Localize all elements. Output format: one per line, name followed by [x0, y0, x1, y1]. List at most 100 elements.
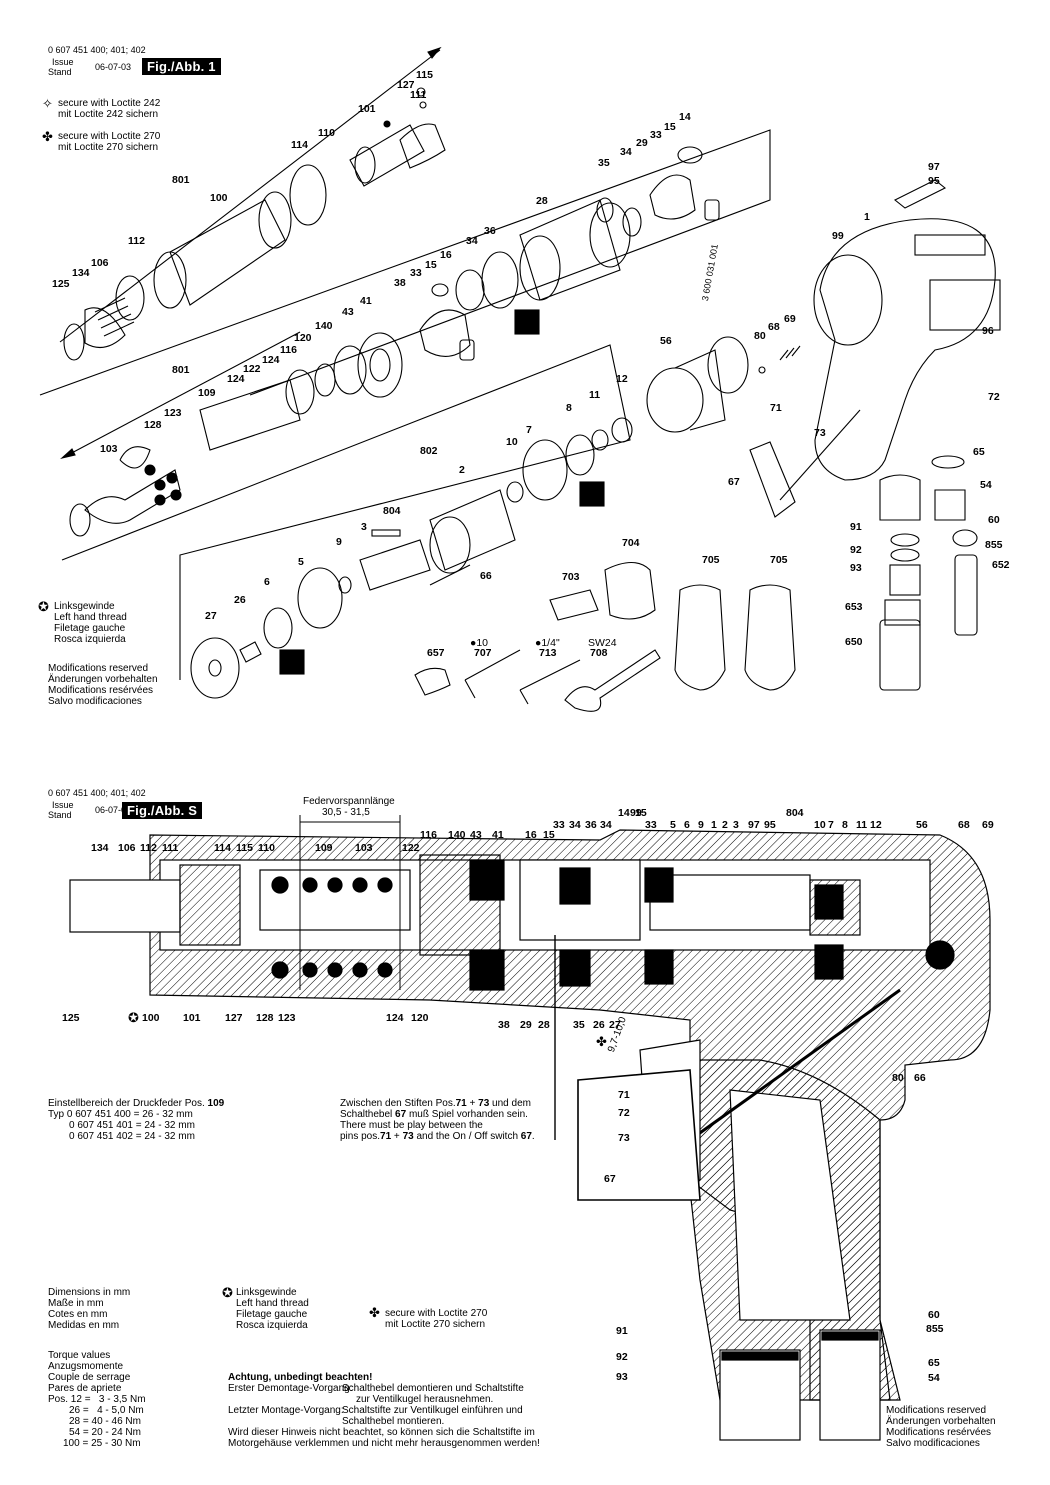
figS-side-label-855: 855: [926, 1323, 944, 1335]
figS-top-label-3: 3: [733, 819, 739, 831]
attention-last-1: Schaltstifte zur Ventilkugel einführen u…: [342, 1405, 523, 1416]
figS-left-thread-1: Left hand thread: [236, 1298, 309, 1309]
fig1-part-label-120: 120: [294, 332, 312, 344]
fig1-part-label-93: 93: [850, 562, 862, 574]
figS-bottom-label-80: 80: [892, 1072, 904, 1084]
figS-left-thread-0: Linksgewinde: [236, 1287, 297, 1298]
fig1-part-label-650: 650: [845, 636, 863, 648]
fig1-part-label-7: 7: [526, 424, 532, 436]
fig1-part-label-68: 68: [768, 321, 780, 333]
figS-bottom-label-26: 26: [593, 1019, 605, 1031]
figS-top-label-15: 15: [543, 829, 555, 841]
fig1-part-label-28: 28: [536, 195, 548, 207]
attention-first-1: Schalthebel demontieren und Schaltstifte: [342, 1383, 524, 1394]
attention-last-2: Schalthebel montieren.: [342, 1416, 445, 1427]
figS-stand-label: Stand: [48, 810, 72, 820]
figS-top-label-68: 68: [958, 819, 970, 831]
play-note-de1b: und dem: [489, 1098, 531, 1109]
figS-top-label-10: 10: [814, 819, 826, 831]
play-note-line-2: Schalthebel 67 muß Spiel vorhanden sein.: [340, 1109, 528, 1120]
axis-arrow-mid: [60, 448, 76, 460]
fig1-part-label-15: 15: [425, 259, 437, 271]
figS-loctite270-de: mit Loctite 270 sichern: [385, 1319, 486, 1330]
axis-line-top: [59, 49, 441, 343]
figS-bottom-label-35: 35: [573, 1019, 585, 1031]
attention-title: Achtung, unbedingt beachten!: [228, 1372, 373, 1383]
fig1-part-label-5: 5: [298, 556, 304, 568]
figS-top-label-2: 2: [722, 819, 728, 831]
fig1-part-label-801: 801: [172, 174, 190, 186]
figS-bottom-label-124: 124: [386, 1012, 404, 1024]
fig1-part-label-65: 65: [973, 446, 985, 458]
fig1-part-label-705: 705: [702, 554, 720, 566]
dimensions-0: Dimensions in mm: [48, 1287, 131, 1298]
play-note-plus: +: [466, 1098, 479, 1109]
dimensions-2: Cotes en mm: [48, 1309, 108, 1320]
figS-bottom-label-123: 123: [278, 1012, 296, 1024]
fig1-part-label-713: 713: [539, 647, 557, 659]
play-note-de2b: muß Spiel vorhanden sein.: [406, 1109, 528, 1120]
fig1-part-label-67: 67: [728, 476, 740, 488]
play-note-en2a: pins pos.: [340, 1131, 381, 1142]
label-hex10: ●10: [470, 637, 489, 649]
play-note-p71: 71: [455, 1098, 467, 1109]
fig1-part-label-29: 29: [636, 137, 648, 149]
fig1-mod-2: Modifications resérvées: [48, 685, 154, 696]
fig1-part-label-652: 652: [992, 559, 1010, 571]
figS-date: 06-07-03: [95, 805, 132, 815]
fig1-part-label-34: 34: [466, 235, 478, 247]
figS-bottom-label-100: 100: [142, 1012, 160, 1024]
figS-loctite270-en: secure with Loctite 270: [385, 1308, 488, 1319]
fig1-part-label-708: 708: [590, 647, 608, 659]
fig1-part-label-6: 6: [264, 576, 270, 588]
figS-top-label-56: 56: [916, 819, 928, 831]
figS-bottom-label-38: 38: [498, 1019, 510, 1031]
spring-setting-line-2: 0 607 451 402 = 24 - 32 mm: [69, 1131, 195, 1142]
fig1-part-label-54: 54: [980, 479, 992, 491]
play-note-p73: 73: [478, 1098, 490, 1109]
attention-warn-2: Motorgehäuse verklemmen und nicht mehr h…: [228, 1438, 540, 1449]
spring-setting-title: Einstellbereich der Druckfeder Pos. 109: [48, 1098, 224, 1109]
panel-upper: [39, 129, 771, 396]
attention-first-2: zur Ventilkugel herausnehmen.: [356, 1394, 494, 1405]
fig1-part-label-123: 123: [164, 407, 182, 419]
fig1-part-label-801: 801: [172, 364, 190, 376]
figS-model-number: 0 607 451 400; 401; 402: [48, 788, 146, 798]
fig1-label: Fig./Abb. 1: [142, 58, 221, 75]
loctite242-icon: ✧: [42, 96, 53, 111]
torque-row-1: 26 = 4 - 5,0 Nm: [69, 1405, 144, 1416]
figS-top-label-111: 111: [162, 842, 179, 854]
figS-top-label-16: 16: [525, 829, 537, 841]
fig1-part-label-1: 1: [864, 211, 870, 223]
loctite270-marker-icon: ✤: [596, 1034, 607, 1049]
figS-top-label-112: 112: [140, 842, 157, 854]
play-note-en-p71: 71: [380, 1131, 392, 1142]
fig1-part-label-855: 855: [985, 539, 1003, 551]
figS-loctite270-icon: ✤: [369, 1305, 380, 1320]
torque-row-3: 54 = 20 - 24 Nm: [69, 1427, 141, 1438]
fig1-part-label-122: 122: [243, 363, 261, 375]
fig1-part-label-26: 26: [234, 594, 246, 606]
label-hex14: ●1/4": [535, 637, 560, 649]
figS-top-label-116: 116: [420, 829, 437, 841]
fig1-part-label-134: 134: [72, 267, 90, 279]
figS-bottom-label-28: 28: [538, 1019, 550, 1031]
figS-side-label-92: 92: [616, 1351, 628, 1363]
figS-side-label-91: 91: [616, 1325, 628, 1337]
fig1-part-label-27: 27: [205, 610, 217, 622]
fig1-part-label-95: 95: [928, 175, 940, 187]
fig1-part-label-2: 2: [459, 464, 465, 476]
figS-left-thread-3: Rosca izquierda: [236, 1320, 308, 1331]
fig1-part-label-9: 9: [336, 536, 342, 548]
fig1-part-label-8: 8: [566, 402, 572, 414]
figS-top-label-106: 106: [118, 842, 136, 854]
fig1-part-label-66: 66: [480, 570, 492, 582]
torque-header-0: Torque values: [48, 1350, 111, 1361]
figS-side-label-93: 93: [616, 1371, 628, 1383]
motor-group: [190, 336, 801, 699]
play-note-line-4: pins pos.71 + 73 and the On / Off switch…: [340, 1131, 535, 1142]
figS-top-label-8: 8: [842, 819, 848, 831]
label-sw24: SW24: [588, 637, 617, 649]
section-view-drawing: [69, 815, 991, 1441]
